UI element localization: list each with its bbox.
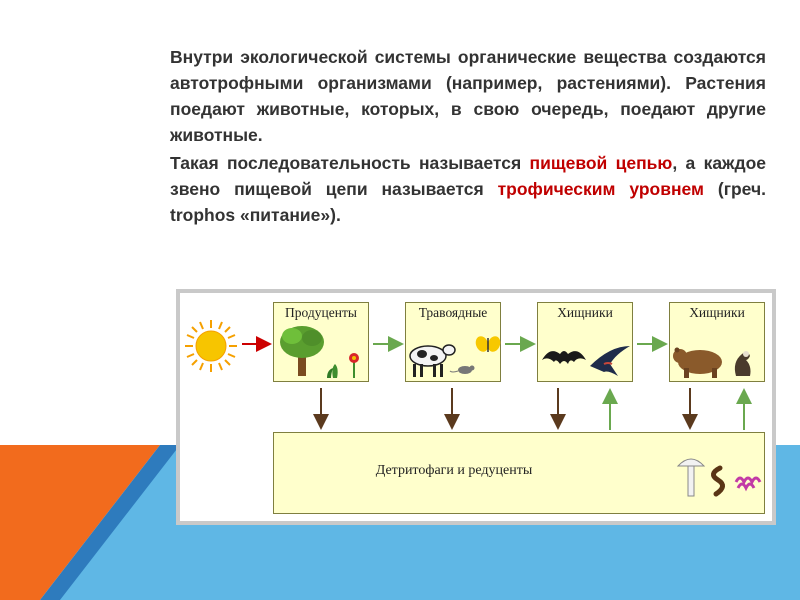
label-detritivores: Детритофаги и редуценты	[375, 463, 533, 478]
label-predators-1: Хищники	[557, 305, 613, 320]
box-predators-2: Хищники	[669, 302, 765, 382]
box-producers: Продуценты	[273, 302, 369, 382]
label-predators-2: Хищники	[689, 305, 745, 320]
label-producers: Продуценты	[285, 305, 357, 320]
box-herbivores: Травоядные	[405, 302, 501, 382]
sun-icon	[185, 320, 237, 372]
box-predators-1: Хищники	[537, 302, 633, 382]
description-text: Внутри экологической системы органически…	[170, 44, 766, 228]
text-part: (греч. trophos «питание»).	[170, 179, 766, 225]
term-trophic-level: трофическим уровнем	[497, 179, 704, 199]
label-herbivores: Травоядные	[418, 305, 488, 320]
box-detritivores: Детритофаги и редуценты	[273, 432, 765, 514]
paragraph-food-chain: Такая последовательность называется пище…	[170, 150, 766, 228]
text-part: , а каждое звено пищевой цепи называется	[170, 153, 766, 199]
paragraph-ecosystem: Внутри экологической системы органически…	[170, 47, 766, 145]
orange-stripe	[0, 445, 160, 600]
text-part: Такая последовательность называется	[170, 153, 530, 173]
term-food-chain: пищевой цепью	[529, 153, 673, 173]
